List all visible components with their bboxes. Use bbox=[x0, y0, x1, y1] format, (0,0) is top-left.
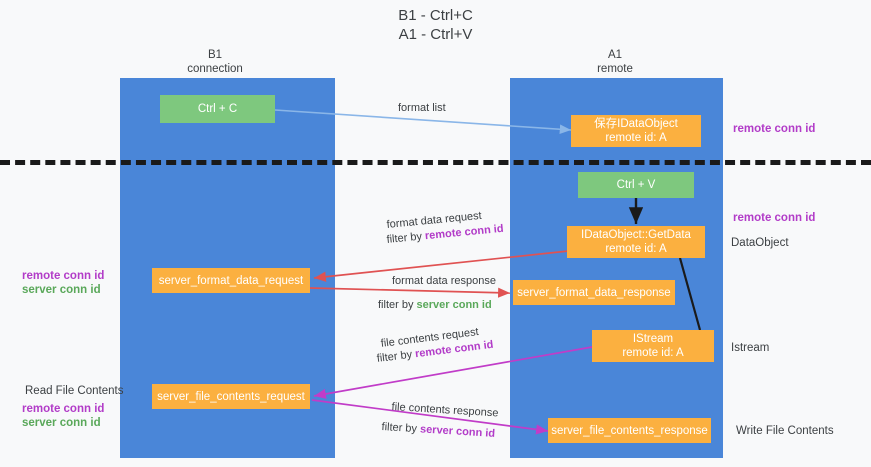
title-line-1: B1 - Ctrl+C bbox=[398, 7, 473, 24]
node-server-file-contents-request-label: server_file_contents_request bbox=[157, 390, 305, 403]
phase-divider bbox=[0, 160, 871, 165]
edge-getdata-to-istream bbox=[678, 257, 702, 331]
annotation-left-server-conn-id-bottom: server conn id bbox=[22, 417, 101, 429]
filter-prefix-2: filter by bbox=[378, 299, 417, 311]
node-server-format-data-request[interactable]: server_format_data_request bbox=[152, 268, 310, 293]
edge-label-format-data-response: format data response bbox=[392, 275, 496, 287]
node-istream[interactable]: IStream remote id: A bbox=[592, 330, 714, 362]
node-save-idataobject-line2: remote id: A bbox=[605, 132, 667, 144]
edge-label-format-list: format list bbox=[398, 102, 446, 114]
page-title: B1 - Ctrl+C A1 - Ctrl+V bbox=[0, 6, 871, 44]
annotation-left-read-file-contents: Read File Contents bbox=[25, 385, 124, 397]
node-server-format-data-response[interactable]: server_format_data_response bbox=[513, 280, 675, 305]
node-save-idataobject[interactable]: 保存IDataObject remote id: A bbox=[571, 115, 701, 147]
edge-format-data-response bbox=[309, 287, 511, 298]
edge-format-list bbox=[274, 109, 572, 135]
node-server-file-contents-response[interactable]: server_file_contents_response bbox=[548, 418, 711, 443]
node-istream-line2: remote id: A bbox=[622, 347, 684, 359]
node-ctrl-v[interactable]: Ctrl + V bbox=[578, 172, 694, 198]
annotation-right-remote-conn-id-mid: remote conn id bbox=[733, 212, 816, 224]
node-server-file-contents-request[interactable]: server_file_contents_request bbox=[152, 384, 310, 409]
annotation-right-istream: Istream bbox=[731, 342, 770, 354]
annotation-left-remote-conn-id-bottom: remote conn id bbox=[22, 403, 105, 415]
node-istream-line1: IStream bbox=[632, 333, 674, 345]
annotation-right-write-file-contents: Write File Contents bbox=[736, 425, 834, 437]
node-ctrl-v-label: Ctrl + V bbox=[616, 179, 656, 191]
node-ctrl-c-label: Ctrl + C bbox=[197, 103, 238, 115]
column-b1-role: connection bbox=[187, 63, 243, 75]
node-server-format-data-request-label: server_format_data_request bbox=[158, 274, 304, 287]
column-header-b1: B1 connection bbox=[155, 48, 275, 76]
annotation-right-remote-conn-id-top: remote conn id bbox=[733, 123, 816, 135]
node-save-idataobject-line1: 保存IDataObject bbox=[594, 118, 678, 130]
node-getdata-line1: IDataObject::GetData bbox=[581, 229, 691, 241]
node-idataobject-getdata[interactable]: IDataObject::GetData remote id: A bbox=[567, 226, 705, 258]
annotation-right-dataobject: DataObject bbox=[731, 237, 789, 249]
column-b1-name: B1 bbox=[207, 49, 223, 61]
edge-format-data-request bbox=[313, 249, 579, 282]
column-header-a1: A1 remote bbox=[555, 48, 675, 76]
node-server-format-data-response-label: server_format_data_response bbox=[517, 286, 671, 299]
edge-file-contents-response bbox=[311, 399, 549, 435]
edge-file-contents-request bbox=[313, 346, 593, 399]
annotation-left-server-conn-id: server conn id bbox=[22, 284, 101, 296]
column-a1-role: remote bbox=[597, 63, 633, 75]
edge-label-format-data-response-filter: filter by server conn id bbox=[378, 298, 492, 312]
filter-prefix-1: filter by bbox=[386, 230, 426, 246]
filter-key-server-conn-id-1: server conn id bbox=[416, 299, 492, 311]
filter-prefix-4: filter by bbox=[381, 420, 421, 436]
annotation-left-remote-conn-id: remote conn id bbox=[22, 270, 105, 282]
column-a1-name: A1 bbox=[607, 49, 623, 61]
title-line-2: A1 - Ctrl+V bbox=[398, 26, 473, 43]
node-server-file-contents-response-label: server_file_contents_response bbox=[551, 424, 708, 437]
node-ctrl-c[interactable]: Ctrl + C bbox=[160, 95, 275, 123]
node-getdata-line2: remote id: A bbox=[605, 243, 667, 255]
